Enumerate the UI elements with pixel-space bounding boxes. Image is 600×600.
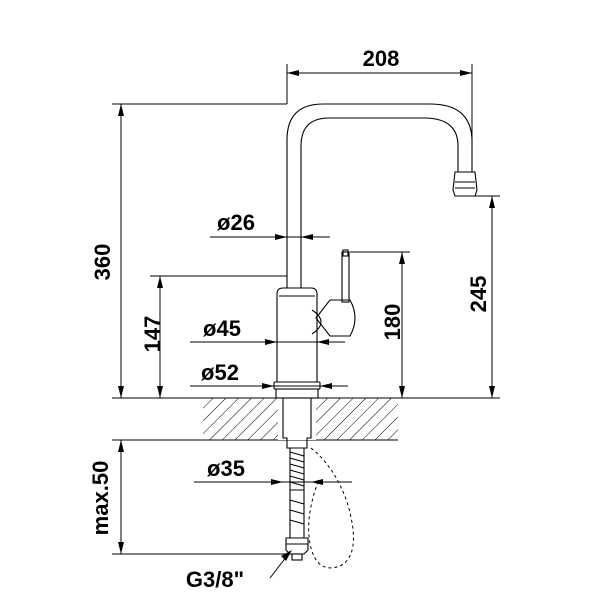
dimension-max-deck-thickness: [118, 440, 124, 554]
label-body-height: 147: [140, 316, 165, 353]
label-spout-height: 245: [466, 276, 491, 313]
dimension-spout-height: [489, 196, 495, 398]
label-hole-diameter: ø35: [207, 456, 245, 481]
dimension-spout-diameter: [210, 234, 330, 240]
dimension-body-height: [157, 276, 163, 398]
countertop: [203, 397, 398, 441]
leader-connection-thread: [269, 550, 292, 579]
dimension-total-height: [118, 104, 124, 398]
extension-lines: [112, 64, 500, 555]
label-max-deck-thickness: max.50: [88, 461, 113, 536]
label-base-diameter: ø52: [201, 360, 239, 385]
dimension-hole-diameter: [194, 479, 352, 485]
label-spout-reach: 208: [363, 46, 400, 71]
faucet-outline: [273, 103, 478, 569]
dimension-base-diameter: [190, 383, 348, 389]
dimension-spout-reach: [287, 70, 472, 76]
label-handle-height: 180: [380, 304, 405, 341]
label-total-height: 360: [90, 244, 115, 281]
dimension-handle-height: [399, 252, 405, 398]
label-spout-diameter: ø26: [217, 210, 255, 235]
label-body-diameter: ø45: [203, 316, 241, 341]
dimension-body-diameter: [190, 339, 345, 345]
label-connection-thread: G3/8": [186, 567, 244, 592]
